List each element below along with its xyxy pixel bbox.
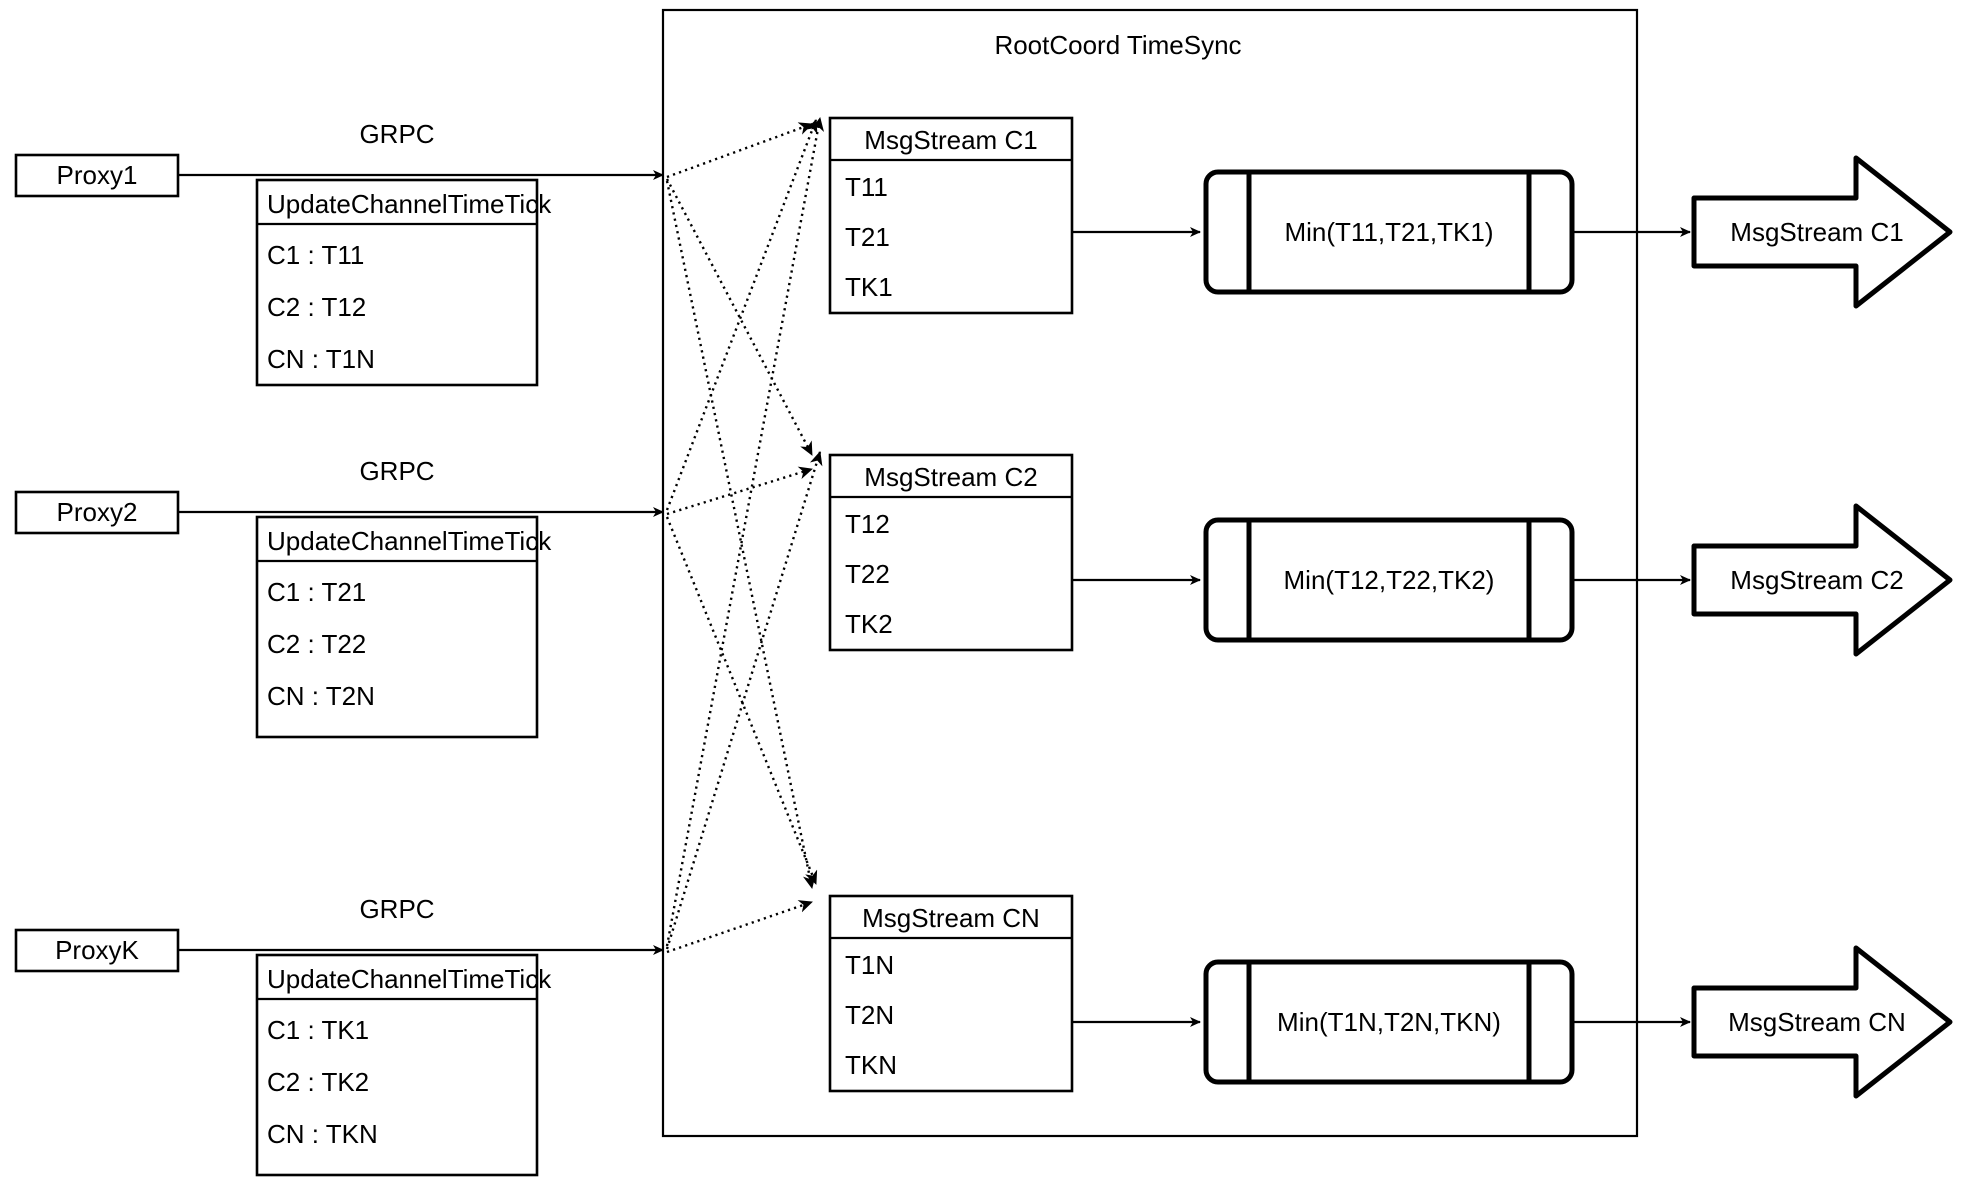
proxy-box-3[interactable] bbox=[14, 928, 180, 973]
proxy-group-2: Proxy2 GRPC UpdateChannelTimeTick C1 : T… bbox=[14, 456, 552, 739]
msgstream-box-1[interactable] bbox=[828, 116, 1074, 315]
msgstream-box-2[interactable] bbox=[828, 453, 1074, 652]
update-channel-timetick-box-3[interactable] bbox=[255, 953, 539, 1177]
proxy-label-2: Proxy2 bbox=[57, 497, 138, 527]
dotted-p1-to-c2 bbox=[665, 178, 814, 456]
msgstream-row-3-2: TKN bbox=[845, 1050, 897, 1080]
proxy-box-1[interactable] bbox=[14, 153, 180, 198]
update-timetick-header-2: UpdateChannelTimeTick bbox=[267, 526, 552, 556]
msgstream-row-2-0: T12 bbox=[845, 509, 890, 539]
update-timetick-row-1-1: C2 : T12 bbox=[267, 292, 366, 322]
output-arrow-1[interactable] bbox=[1691, 155, 1953, 309]
update-timetick-row-3-1: C2 : TK2 bbox=[267, 1067, 369, 1097]
dotted-p1-to-c1 bbox=[666, 122, 813, 179]
output-arrow-2[interactable] bbox=[1691, 503, 1953, 657]
dotted-p2-to-c2 bbox=[666, 466, 813, 516]
msgstream-row-2-2: TK2 bbox=[845, 609, 893, 639]
output-arrow-label-3: MsgStream CN bbox=[1728, 1007, 1906, 1037]
update-timetick-row-1-0: C1 : T11 bbox=[267, 240, 364, 270]
output-arrow-label-1: MsgStream C1 bbox=[1730, 217, 1903, 247]
proxy-label-3: ProxyK bbox=[55, 935, 139, 965]
msgstream-row-1-2: TK1 bbox=[845, 272, 893, 302]
update-channel-timetick-box-1[interactable] bbox=[255, 178, 539, 387]
min-process-box-1[interactable] bbox=[1203, 169, 1575, 295]
update-timetick-row-2-2: CN : T2N bbox=[267, 681, 375, 711]
msgstream-header-1: MsgStream C1 bbox=[864, 125, 1037, 155]
min-process-label-3: Min(T1N,T2N,TKN) bbox=[1277, 1007, 1501, 1037]
update-timetick-row-1-2: CN : T1N bbox=[267, 344, 375, 374]
dotted-p2-to-cn bbox=[665, 516, 818, 885]
output-arrow-label-2: MsgStream C2 bbox=[1730, 565, 1903, 595]
channel-group-3: MsgStream CN T1N T2N TKN Min(T1N,T2N,TKN… bbox=[828, 894, 1953, 1099]
msgstream-row-1-1: T21 bbox=[845, 222, 890, 252]
rootcoord-timesync-container bbox=[661, 8, 1639, 1138]
dotted-p1-to-cn bbox=[665, 180, 816, 889]
update-timetick-row-2-0: C1 : T21 bbox=[267, 577, 366, 607]
grpc-label-2: GRPC bbox=[359, 456, 434, 486]
update-channel-timetick-box-2[interactable] bbox=[255, 515, 539, 739]
msgstream-row-2-1: T22 bbox=[845, 559, 890, 589]
output-arrow-3[interactable] bbox=[1691, 945, 1953, 1099]
dotted-pk-to-c2 bbox=[665, 451, 823, 950]
container-title: RootCoord TimeSync bbox=[994, 30, 1241, 60]
proxy-box-2[interactable] bbox=[14, 490, 180, 535]
msgstream-row-3-0: T1N bbox=[845, 950, 894, 980]
update-timetick-header-1: UpdateChannelTimeTick bbox=[267, 189, 552, 219]
msgstream-box-3[interactable] bbox=[828, 894, 1074, 1093]
min-process-label-1: Min(T11,T21,TK1) bbox=[1284, 217, 1493, 247]
dotted-pk-to-cn bbox=[666, 900, 813, 954]
channel-group-1: MsgStream C1 T11 T21 TK1 Min(T11,T21,TK1… bbox=[828, 116, 1953, 315]
proxy-group-1: Proxy1 GRPC UpdateChannelTimeTick C1 : T… bbox=[14, 119, 552, 387]
proxy-label-1: Proxy1 bbox=[57, 160, 138, 190]
msgstream-header-3: MsgStream CN bbox=[862, 903, 1040, 933]
grpc-label-1: GRPC bbox=[359, 119, 434, 149]
dotted-pk-to-c1 bbox=[665, 117, 825, 947]
min-process-box-2[interactable] bbox=[1203, 517, 1575, 643]
dotted-p2-to-c1 bbox=[665, 119, 818, 511]
grpc-label-3: GRPC bbox=[359, 894, 434, 924]
update-timetick-row-2-1: C2 : T22 bbox=[267, 629, 366, 659]
msgstream-row-3-1: T2N bbox=[845, 1000, 894, 1030]
min-process-label-2: Min(T12,T22,TK2) bbox=[1284, 565, 1495, 595]
min-process-box-3[interactable] bbox=[1203, 959, 1575, 1085]
msgstream-header-2: MsgStream C2 bbox=[864, 462, 1037, 492]
proxy-group-3: ProxyK GRPC UpdateChannelTimeTick C1 : T… bbox=[14, 894, 552, 1177]
msgstream-row-1-0: T11 bbox=[845, 172, 888, 202]
channel-group-2: MsgStream C2 T12 T22 TK2 Min(T12,T22,TK2… bbox=[828, 453, 1953, 657]
update-timetick-row-3-0: C1 : TK1 bbox=[267, 1015, 369, 1045]
update-timetick-row-3-2: CN : TKN bbox=[267, 1119, 378, 1149]
update-timetick-header-3: UpdateChannelTimeTick bbox=[267, 964, 552, 994]
